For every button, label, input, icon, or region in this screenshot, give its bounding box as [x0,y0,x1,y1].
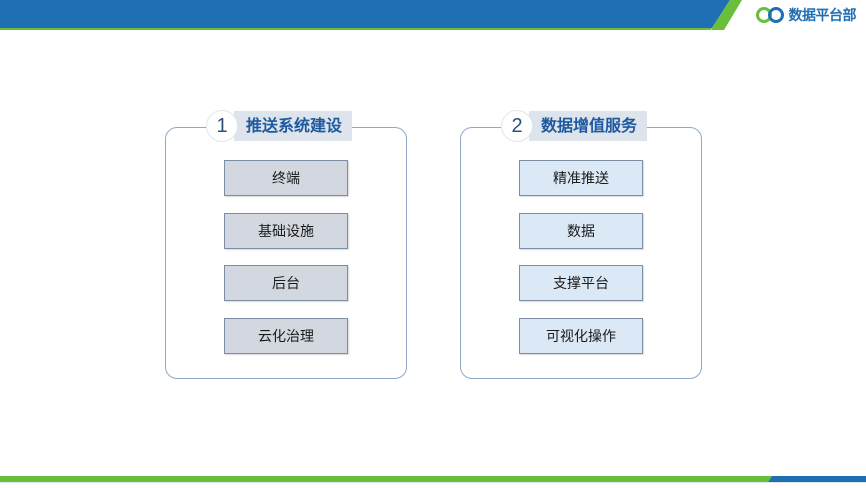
infinity-logo-icon [755,7,784,23]
logo-text: 数据平台部 [788,8,857,24]
panel-header: 2 数据增值服务 [501,110,648,142]
panel-data-value-services: 2 数据增值服务 精准推送 数据 支撑平台 可视化操作 [460,110,702,379]
header-band: 数据平台部 [0,0,866,30]
panel-title: 推送系统建设 [234,111,353,141]
footer-band [0,474,866,488]
panel-title: 数据增值服务 [529,111,648,141]
header-stripes [0,0,742,30]
item-data: 数据 [519,213,643,249]
item-visual-operation: 可视化操作 [519,318,643,354]
panel-items: 精准推送 数据 支撑平台 可视化操作 [461,128,701,378]
logo: 数据平台部 [755,3,857,27]
item-terminal: 终端 [224,160,348,196]
panel-push-system: 1 推送系统建设 终端 基础设施 后台 云化治理 [165,110,407,379]
footer-stripes [0,476,866,483]
panel-number: 1 [206,110,238,142]
item-backend: 后台 [224,265,348,301]
panel-number: 2 [501,110,533,142]
item-support-platform: 支撑平台 [519,265,643,301]
panel-header: 1 推送系统建设 [206,110,353,142]
item-cloud-governance: 云化治理 [224,318,348,354]
item-infrastructure: 基础设施 [224,213,348,249]
item-precision-push: 精准推送 [519,160,643,196]
panel-items: 终端 基础设施 后台 云化治理 [166,128,406,378]
